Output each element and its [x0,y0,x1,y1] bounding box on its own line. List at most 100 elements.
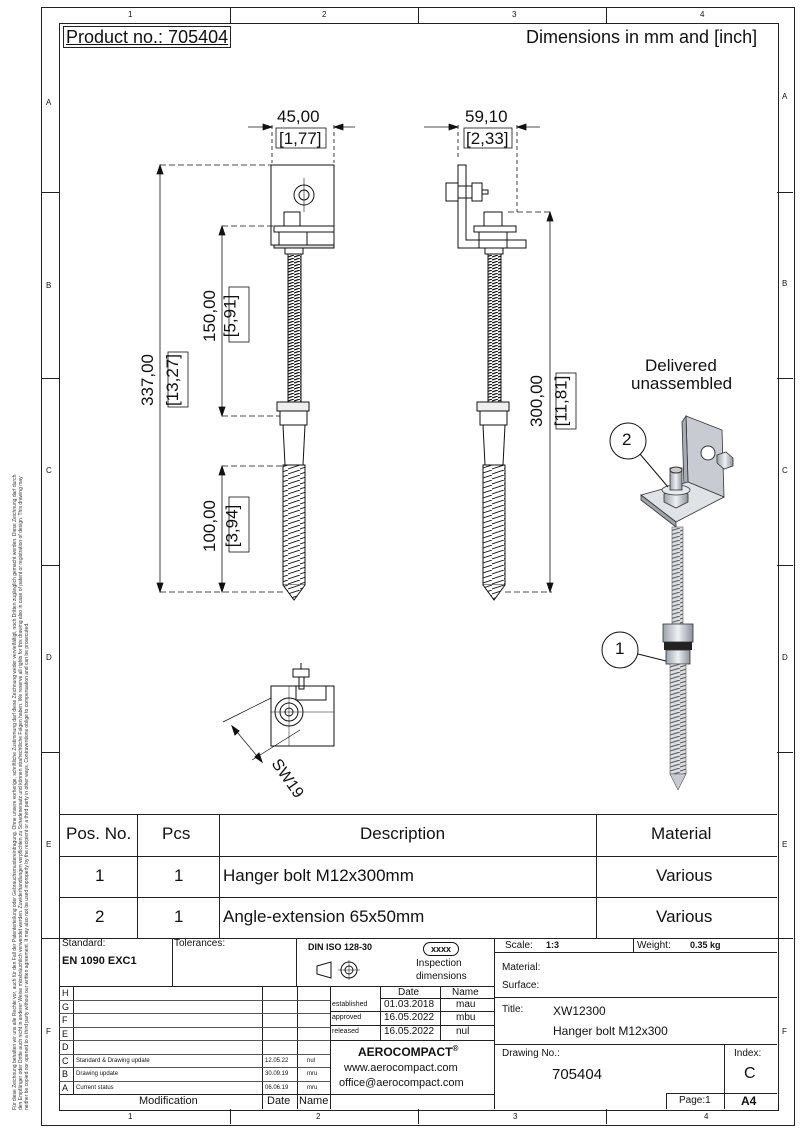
revision-date: 30.09.19 [265,1071,289,1077]
top-view [222,663,335,764]
dim-thread-height: 150,00 [200,290,219,342]
dim-screw-height: 100,00 [200,500,219,552]
bom-border [59,814,777,815]
side-view [445,164,527,601]
grid-tick [777,938,793,939]
inspection-label: Inspection [416,958,462,969]
grid-tick [41,752,59,753]
tb-line [380,998,494,999]
weight-label: Weight: [637,940,671,951]
company-web: www.aerocompact.com [344,1062,458,1074]
grid-tick [777,378,793,379]
dim-thread-height-inch: [5,91] [220,294,240,338]
tb-line [296,1040,494,1041]
revision-name: nul [307,1057,316,1064]
dim-total-height-inch: [13,27] [163,354,182,406]
bom-row-pos: 1 [95,866,105,885]
tb-line [330,986,331,1040]
revision-row-divider [59,1026,330,1028]
index-label: Index: [734,1048,762,1059]
tb-line [494,1044,777,1045]
revision-letter: H [62,988,69,998]
grid-col-label: 1 [128,1112,133,1121]
dim-width-side: 59,10 [465,107,508,126]
grid-tick [777,192,793,193]
dim-total-height: 337,00 [138,354,157,406]
grid-tick [606,7,607,23]
approval-label: released [332,1028,359,1035]
title-description: Hanger bolt M12x300 [553,1024,668,1038]
approval-name: mbu [456,1012,476,1023]
grid-row-label: A [782,92,788,101]
revision-row-divider [59,1013,330,1014]
tb-line [296,938,297,986]
balloon-2-label: 2 [622,430,632,449]
modification-date-header: Date [267,1095,291,1107]
dim-screw-height-inch: [3,94] [222,504,242,548]
delivery-note: Delivered [645,356,717,375]
revision-letter: B [62,1069,69,1079]
bom-row-desc: Angle-extension 65x50mm [223,907,425,926]
revision-row-divider [59,1067,330,1068]
grid-row-label: A [46,98,52,107]
revision-letter: F [62,1015,68,1025]
din-standard: DIN ISO 128-30 [308,942,373,952]
balloon-1 [601,631,639,669]
grid-tick [777,565,793,566]
approval-name: nul [456,1026,470,1037]
grid-tick [41,938,59,939]
bom-header-pcs: Pcs [162,824,191,843]
tolerances-label: Tolerances: [174,938,226,949]
revision-letter: E [62,1028,69,1039]
center-nut [276,401,310,412]
grid-col-label: 2 [322,10,327,19]
approval-label: established [332,1001,368,1008]
tb-line [494,938,495,1109]
side-dimensions [424,123,577,594]
page-label: Page:1 [679,1095,711,1106]
revision-name: mru [307,1071,318,1077]
bom-border [137,814,138,938]
revision-text: Standard & Drawing update [76,1057,150,1064]
approval-date-header: Date [398,987,420,998]
drawing-number: 705404 [552,1066,603,1083]
grid-tick [41,192,59,193]
grid-tick [230,1109,231,1124]
balloon-1-label: 1 [615,639,625,658]
dim-width-front-inch: [1,77] [279,129,322,148]
bom-row-desc: Hanger bolt M12x300mm [223,866,414,885]
tb-line [330,1011,494,1012]
tb-line [380,986,381,1040]
revision-letter: C [62,1055,69,1066]
modification-name-header: Name [299,1095,329,1107]
tb-line [666,1093,667,1109]
registered-mark: ® [452,1044,459,1053]
grid-row-label: B [782,279,788,288]
company-name: AEROCOMPACT® [358,1044,458,1059]
grid-tick [418,7,419,23]
grid-col-label: 1 [128,10,133,19]
revision-date: 12.05.22 [265,1057,289,1064]
bom-header-material: Material [651,824,712,843]
product-number: Product no.: 705404 [63,26,232,48]
tb-line [666,1093,777,1094]
revision-text: Drawing update [76,1071,119,1077]
grid-tick [41,565,59,566]
bom-border [219,814,220,938]
title-block-border [59,938,777,939]
revision-row-divider [59,999,330,1001]
projection-symbol-icon [316,960,360,980]
wood-thread [282,464,306,586]
bom-header-description: Description [360,824,446,843]
grid-row-label: C [46,466,52,475]
revision-row-divider [59,1040,330,1041]
tb-line [330,1025,494,1026]
index-value: C [744,1065,756,1082]
revision-letter: A [62,1082,69,1093]
tb-line [330,1040,331,1109]
company-email: office@aerocompact.com [339,1077,464,1089]
revision-name: mru [307,1084,318,1091]
revision-row-divider [59,1080,330,1082]
front-view [270,164,335,601]
bom-row-pos: 2 [95,907,105,926]
